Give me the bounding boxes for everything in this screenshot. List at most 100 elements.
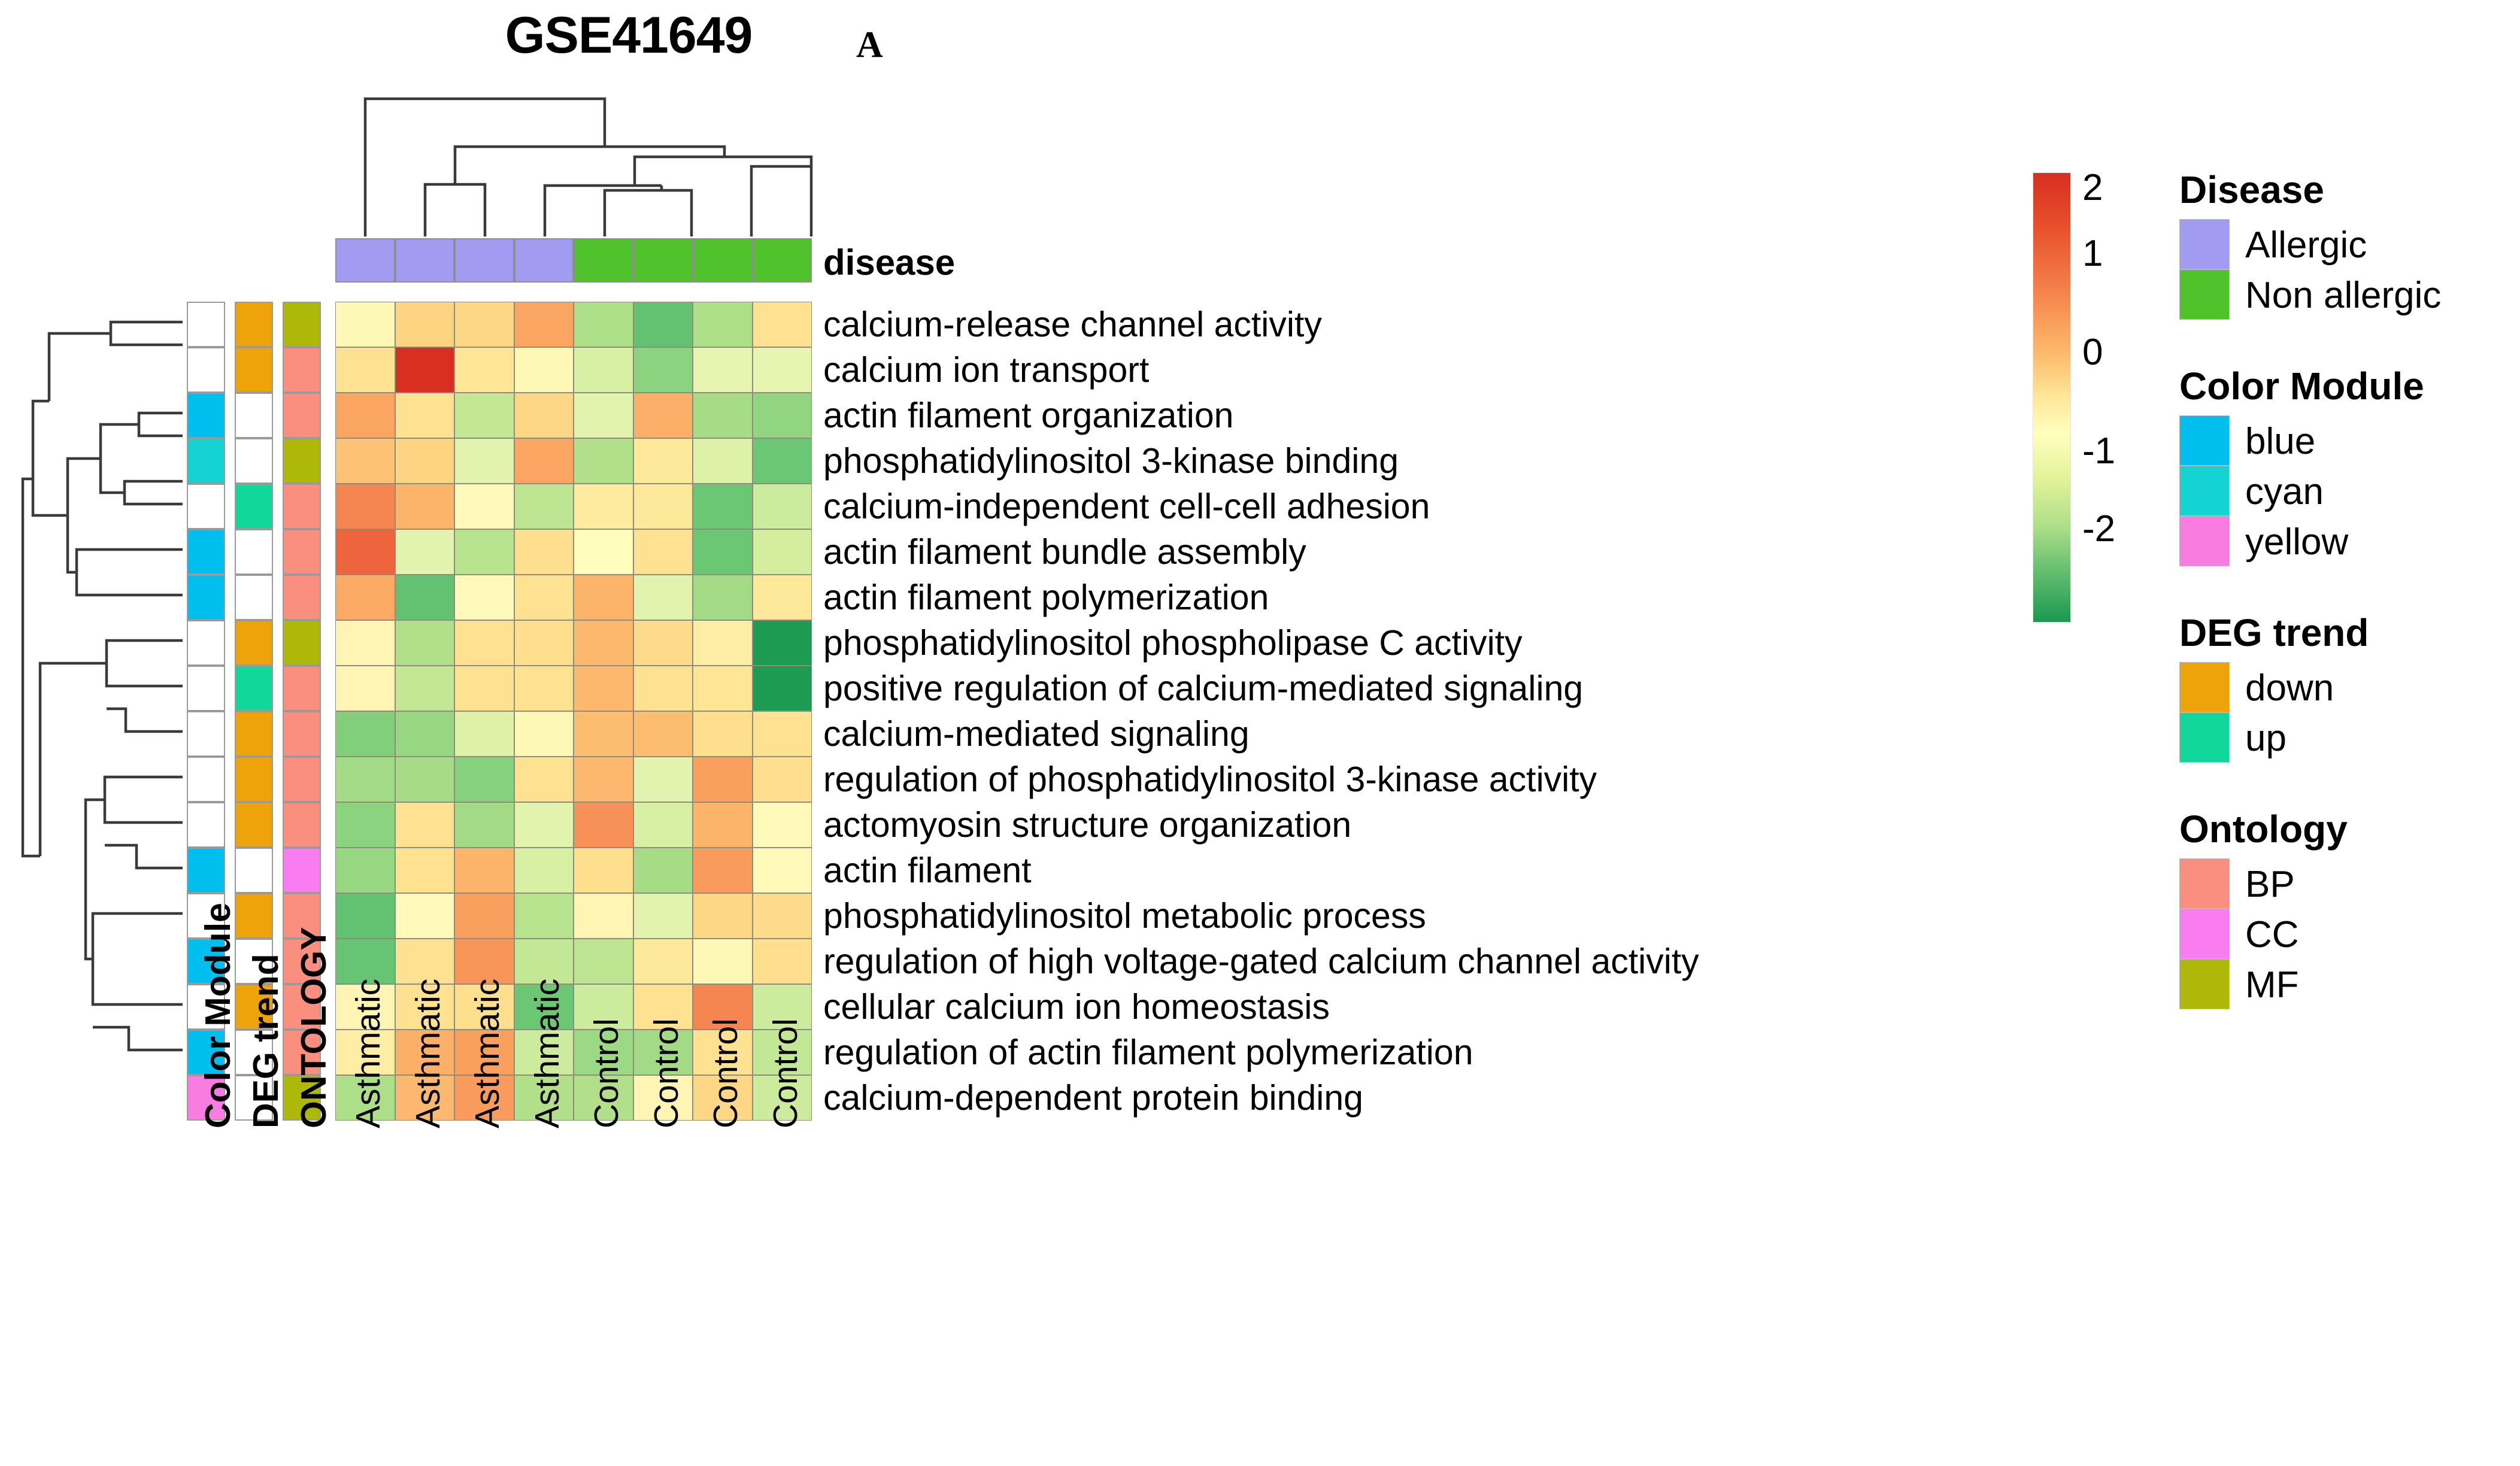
legend-swatch	[2179, 712, 2230, 763]
heatmap-cell	[752, 393, 812, 438]
heatmap-cell	[395, 711, 454, 757]
row-label: calcium ion transport	[823, 350, 1150, 390]
heatmap-cell	[633, 848, 693, 893]
heatmap-cell	[395, 575, 454, 620]
legend-label: MF	[2245, 964, 2299, 1006]
row-label: actin filament organization	[823, 396, 1234, 435]
legend-label: CC	[2245, 914, 2299, 955]
heatmap-cell	[633, 711, 693, 757]
heatmap-cell	[574, 347, 633, 393]
legend-swatch	[2179, 959, 2230, 1009]
heatmap-cell	[693, 529, 753, 575]
colorbar-tick: 1	[2082, 233, 2103, 274]
heatmap-cell	[514, 984, 574, 1030]
heatmap-cell	[395, 939, 454, 984]
row-annotation-cell	[283, 666, 321, 711]
row-label: actin filament	[823, 851, 1032, 890]
row-annotation-cell	[235, 302, 273, 347]
heatmap-cell	[693, 848, 753, 893]
row-annotation-cell	[283, 757, 321, 802]
disease-cell	[574, 238, 633, 283]
heatmap-cell	[693, 620, 753, 666]
heatmap-cell	[454, 529, 514, 575]
disease-cell	[752, 238, 812, 283]
heatmap-cell	[395, 1075, 454, 1121]
legend-swatch	[2179, 415, 2230, 466]
heatmap-cell	[395, 529, 454, 575]
heatmap-cell	[574, 302, 633, 347]
heatmap-cell	[454, 666, 514, 711]
heatmap-cell	[454, 1075, 514, 1121]
row-annotation-cell	[187, 529, 225, 575]
heatmap-cell	[335, 848, 395, 893]
disease-cell	[693, 238, 753, 283]
column-label: Control	[706, 1018, 745, 1128]
row-label: calcium-independent cell-cell adhesion	[823, 487, 1430, 526]
heatmap-cell	[633, 620, 693, 666]
row-annotation-header: Color Module	[198, 903, 238, 1128]
heatmap-cell	[693, 393, 753, 438]
heatmap-cell	[395, 848, 454, 893]
row-label: positive regulation of calcium-mediated …	[823, 669, 1584, 708]
disease-cell	[514, 238, 574, 283]
heatmap-cell	[633, 893, 693, 939]
heatmap-cell	[395, 666, 454, 711]
heatmap-cell	[752, 347, 812, 393]
heatmap-cell	[574, 939, 633, 984]
heatmap-cell	[574, 984, 633, 1030]
heatmap-cell	[514, 347, 574, 393]
heatmap-cell	[395, 620, 454, 666]
heatmap-cell	[335, 302, 395, 347]
heatmap-cell	[514, 393, 574, 438]
heatmap-cell	[335, 711, 395, 757]
heatmap-cell	[454, 893, 514, 939]
heatmap-cell	[395, 438, 454, 484]
heatmap-cell	[752, 984, 812, 1030]
heatmap-cell	[514, 484, 574, 529]
row-annotation-cell	[283, 484, 321, 529]
legend-swatch	[2179, 466, 2230, 516]
row-annotation-cell	[283, 984, 321, 1030]
heatmap-cell	[454, 347, 514, 393]
legend-label: cyan	[2245, 471, 2324, 512]
row-annotation-cell	[283, 393, 321, 438]
heatmap-cell	[335, 620, 395, 666]
legend-label: Allergic	[2245, 224, 2367, 266]
heatmap-cell	[335, 757, 395, 802]
column-label: Control	[647, 1018, 686, 1128]
row-annotation-cell	[235, 484, 273, 529]
row-annotation-cell	[235, 1030, 273, 1075]
heatmap-cell	[693, 711, 753, 757]
row-annotation-cell	[187, 757, 225, 802]
row-annotation-cell	[283, 802, 321, 848]
heatmap-cell	[633, 302, 693, 347]
heatmap-cell	[454, 620, 514, 666]
heatmap-cell	[574, 893, 633, 939]
legend-label: Non allergic	[2245, 275, 2442, 316]
row-annotation-cell	[235, 984, 273, 1030]
row-annotation-cell	[283, 848, 321, 893]
row-annotation-cell	[283, 302, 321, 347]
heatmap-cell	[335, 347, 395, 393]
row-label: regulation of high voltage-gated calcium…	[823, 942, 1699, 981]
disease-cell	[454, 238, 514, 283]
colorbar-tick: -2	[2082, 508, 2116, 550]
legend-label: BP	[2245, 864, 2295, 905]
row-annotation-cell	[187, 848, 225, 893]
heatmap-cell	[574, 620, 633, 666]
heatmap-cell	[454, 939, 514, 984]
heatmap-cell	[633, 393, 693, 438]
row-annotation-cell	[283, 1075, 321, 1121]
row-annotation-cell	[187, 802, 225, 848]
row-annotation-cell	[235, 575, 273, 620]
heatmap-cell	[514, 893, 574, 939]
column-label: Asthmatic	[408, 978, 447, 1128]
heatmap-cell	[514, 848, 574, 893]
row-annotation-cell	[283, 620, 321, 666]
row-annotation-cell	[283, 529, 321, 575]
disease-cell	[633, 238, 693, 283]
heatmap-cell	[514, 620, 574, 666]
heatmap-cell	[454, 575, 514, 620]
heatmap-cell	[335, 438, 395, 484]
heatmap-cell	[514, 1075, 574, 1121]
